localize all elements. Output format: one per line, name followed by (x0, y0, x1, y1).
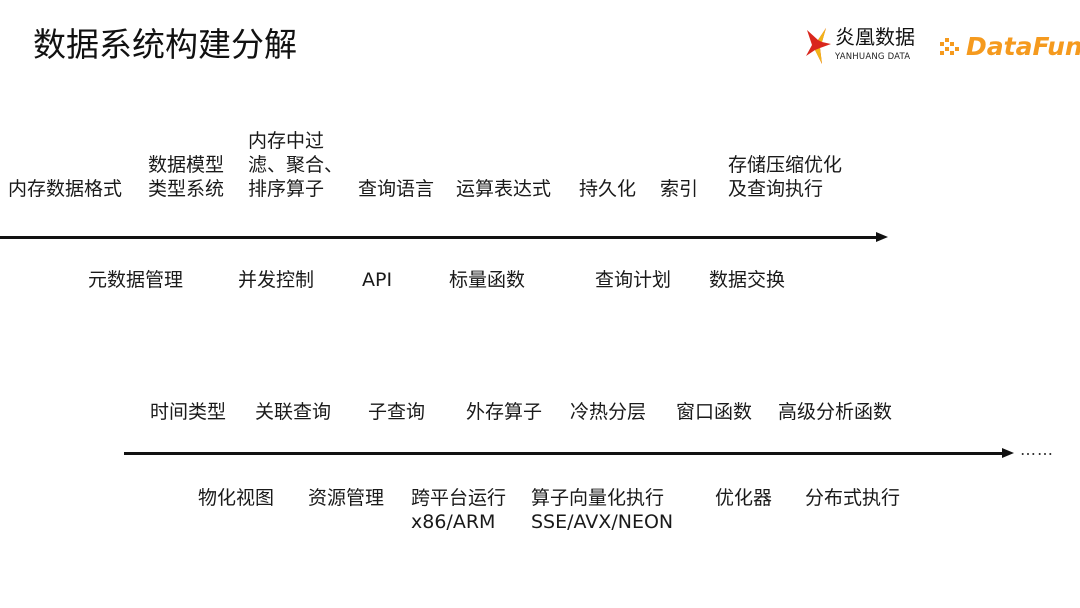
timeline2-top-item: 时间类型 (150, 400, 226, 424)
yanhuang-logo: 炎凰数据 YANHUANG DATA (804, 24, 929, 70)
yanhuang-logo-name: 炎凰数据 (835, 25, 915, 49)
item-line: 物化视图 (198, 487, 275, 509)
item-line: 存储压缩优化 (728, 154, 843, 176)
item-line: 查询语言 (358, 178, 435, 200)
item-line: 并发控制 (238, 269, 315, 291)
item-line: 及查询执行 (728, 178, 824, 200)
timeline1-axis (0, 236, 876, 239)
timeline1-bottom-item: API (362, 268, 392, 292)
timeline2-bottom-item: 算子向量化执行 SSE/AVX/NEON (531, 486, 673, 534)
timeline2-bottom-item: 跨平台运行 x86/ARM (411, 486, 506, 534)
item-line: 优化器 (715, 487, 773, 509)
timeline2-bottom-item: 优化器 (715, 486, 772, 510)
item-line: 时间类型 (150, 401, 227, 423)
timeline2-top-item: 外存算子 (466, 400, 542, 424)
item-line: 标量函数 (449, 269, 526, 291)
yanhuang-logo-subtitle: YANHUANG DATA (835, 52, 911, 62)
timeline2-bottom-item: 分布式执行 (805, 486, 900, 510)
timeline1-top-item: 内存中过 滤、聚合、 排序算子 (248, 129, 343, 201)
item-line: 窗口函数 (676, 401, 753, 423)
item-line: 分布式执行 (805, 487, 901, 509)
item-line: 内存数据格式 (8, 178, 123, 200)
item-line: 关联查询 (255, 401, 332, 423)
timeline2-bottom-item: 资源管理 (308, 486, 384, 510)
datafun-logo: DataFun. (940, 30, 1080, 66)
item-line: 持久化 (579, 178, 637, 200)
item-line: 资源管理 (308, 487, 385, 509)
timeline1-top-item: 运算表达式 (456, 177, 551, 201)
item-line: 类型系统 (148, 178, 225, 200)
item-line: 高级分析函数 (778, 401, 893, 423)
item-line: 子查询 (368, 401, 426, 423)
item-line: 外存算子 (466, 401, 543, 423)
timeline1-top-item: 查询语言 (358, 177, 434, 201)
item-line: x86/ARM (411, 511, 496, 533)
timeline2-axis (124, 452, 1002, 455)
timeline2-top-item: 冷热分层 (570, 400, 646, 424)
item-line: 滤、聚合、 (248, 154, 344, 176)
item-line: 数据模型 (148, 154, 225, 176)
item-line: 冷热分层 (570, 401, 647, 423)
timeline1-bottom-item: 标量函数 (449, 268, 525, 292)
datafun-pixel-icon (940, 38, 959, 55)
timeline1-top-item: 存储压缩优化 及查询执行 (728, 153, 842, 201)
timeline1-bottom-item: 查询计划 (595, 268, 671, 292)
item-line: 跨平台运行 (411, 487, 507, 509)
item-line: 数据交换 (709, 269, 786, 291)
item-line: 索引 (660, 178, 699, 200)
item-line: 查询计划 (595, 269, 672, 291)
timeline2-top-item: 子查询 (368, 400, 425, 424)
item-line: API (362, 269, 393, 291)
timeline2-arrow-icon (1002, 448, 1014, 458)
timeline2-ellipsis: …… (1020, 440, 1054, 459)
timeline1-top-item: 索引 (660, 177, 698, 201)
timeline1-bottom-item: 数据交换 (709, 268, 785, 292)
item-line: 算子向量化执行 (531, 487, 665, 509)
item-line: 元数据管理 (88, 269, 184, 291)
timeline2-bottom-item: 物化视图 (198, 486, 274, 510)
datafun-logo-main: DataFun (966, 32, 1080, 61)
yanhuang-phoenix-icon (806, 28, 831, 64)
timeline1-top-item: 内存数据格式 (8, 177, 122, 201)
timeline1-arrow-icon (876, 232, 888, 242)
timeline1-bottom-item: 元数据管理 (88, 268, 183, 292)
item-line: 排序算子 (248, 178, 325, 200)
datafun-logo-text: DataFun. (966, 30, 1080, 64)
timeline2-top-item: 窗口函数 (676, 400, 752, 424)
timeline2-top-item: 关联查询 (255, 400, 331, 424)
item-line: 运算表达式 (456, 178, 552, 200)
timeline1-top-item: 数据模型 类型系统 (148, 153, 224, 201)
slide-title: 数据系统构建分解 (33, 25, 297, 64)
item-line: SSE/AVX/NEON (531, 511, 674, 533)
item-line: 内存中过 (248, 130, 325, 152)
timeline2-top-item: 高级分析函数 (778, 400, 892, 424)
timeline1-bottom-item: 并发控制 (238, 268, 314, 292)
timeline1-top-item: 持久化 (579, 177, 636, 201)
